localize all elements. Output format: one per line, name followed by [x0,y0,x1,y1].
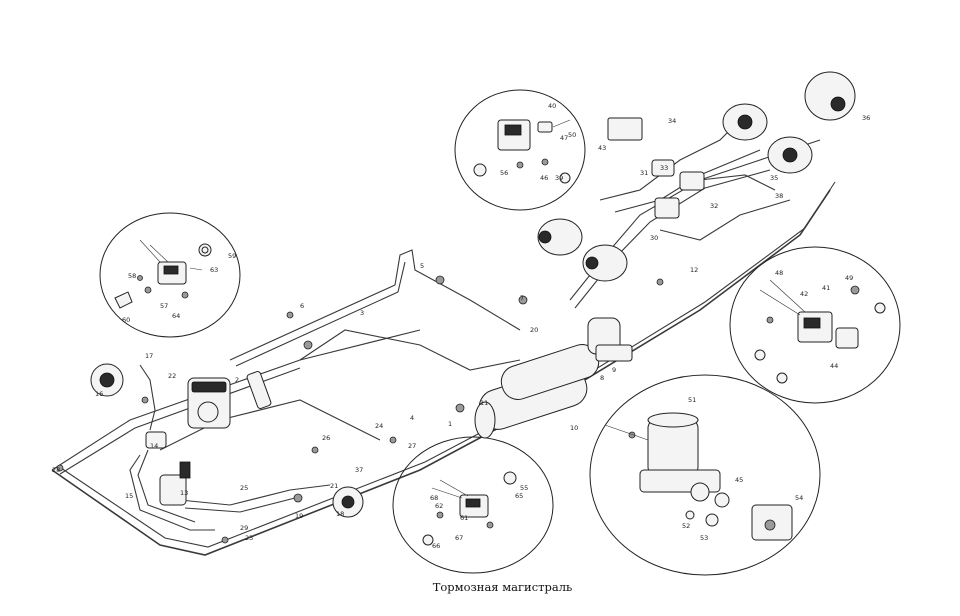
callout-53: 53 [700,534,708,542]
rear-brake-chambers [537,71,856,282]
callout-5: 5 [420,262,424,270]
callout-43: 43 [598,144,606,152]
callout-16: 16 [95,390,103,398]
callout-11: 11 [480,399,488,407]
callout-42: 42 [800,290,808,298]
callout-24: 24 [375,422,383,430]
callout-36: 36 [862,114,870,122]
callout-6: 6 [300,302,304,310]
callout-66: 66 [432,542,440,550]
callout-29: 29 [240,524,248,532]
callout-62: 62 [435,502,443,510]
callout-63: 63 [210,266,218,274]
callout-55: 55 [520,484,528,492]
callout-8: 8 [600,374,604,382]
small-fittings [56,275,664,544]
callout-56: 56 [500,169,508,177]
callout-58: 58 [128,272,136,280]
callout-54: 54 [795,494,803,502]
brake-pedal-valve [145,371,272,506]
callout-22: 22 [168,372,176,380]
callout-49: 49 [845,274,853,282]
air-tanks [474,317,633,439]
callout-65: 65 [515,492,523,500]
diagram-caption: Тормозная магистраль [432,580,573,594]
callout-32: 32 [710,202,718,210]
callout-68: 68 [430,494,438,502]
callout-4: 4 [410,414,414,422]
callout-17: 17 [145,352,153,360]
callout-31: 31 [640,169,648,177]
callout-60: 60 [122,316,130,324]
callout-34: 34 [668,117,676,125]
callout-28: 28 [52,466,60,474]
callout-30: 30 [650,234,658,242]
callout-9: 9 [612,366,616,374]
callout-14: 14 [150,442,158,450]
callout-19: 19 [295,512,303,520]
detail-bubble-air-dryer [589,374,821,576]
callout-2: 2 [235,376,239,384]
callout-27: 27 [408,442,416,450]
callout-37: 37 [355,466,363,474]
compressor [187,377,231,429]
detail-bubble-rear-valve [454,89,586,211]
callout-41: 41 [822,284,830,292]
callout-15: 15 [125,492,133,500]
callout-10: 10 [570,424,578,432]
pipe-network [51,119,836,556]
callout-67: 67 [455,534,463,542]
callout-64: 64 [172,312,180,320]
callout-25: 25 [240,484,248,492]
callout-numbers: 1234567891011121314151617181920212223242… [52,102,870,550]
callout-61: 61 [460,514,468,522]
callout-57: 57 [160,302,168,310]
callout-33: 33 [660,164,668,172]
callout-21: 21 [330,482,338,490]
callout-1: 1 [448,420,452,428]
callout-52: 52 [682,522,690,530]
callout-51: 51 [688,396,696,404]
callout-48: 48 [775,269,783,277]
callout-39: 39 [555,174,563,182]
callout-40: 40 [548,102,556,110]
callout-50: 50 [568,131,576,139]
front-brake-chambers [90,363,364,518]
callout-45: 45 [735,476,743,484]
relay-valves [607,117,705,219]
callout-12: 12 [690,266,698,274]
callout-3: 3 [360,309,364,317]
callout-46: 46 [540,174,548,182]
callout-26: 26 [322,434,330,442]
detail-bubble-front-right [392,436,554,574]
callout-13: 13 [180,489,188,497]
callout-38: 38 [775,192,783,200]
callout-44: 44 [830,362,838,370]
callout-35: 35 [770,174,778,182]
callout-47: 47 [560,134,568,142]
detail-bubble-rear-right [729,246,901,404]
detail-bubble-front-left [99,212,241,338]
callout-20: 20 [530,326,538,334]
callout-23: 23 [245,534,253,542]
callout-18: 18 [336,510,344,518]
callout-7: 7 [520,294,524,302]
callout-59: 59 [228,252,236,260]
